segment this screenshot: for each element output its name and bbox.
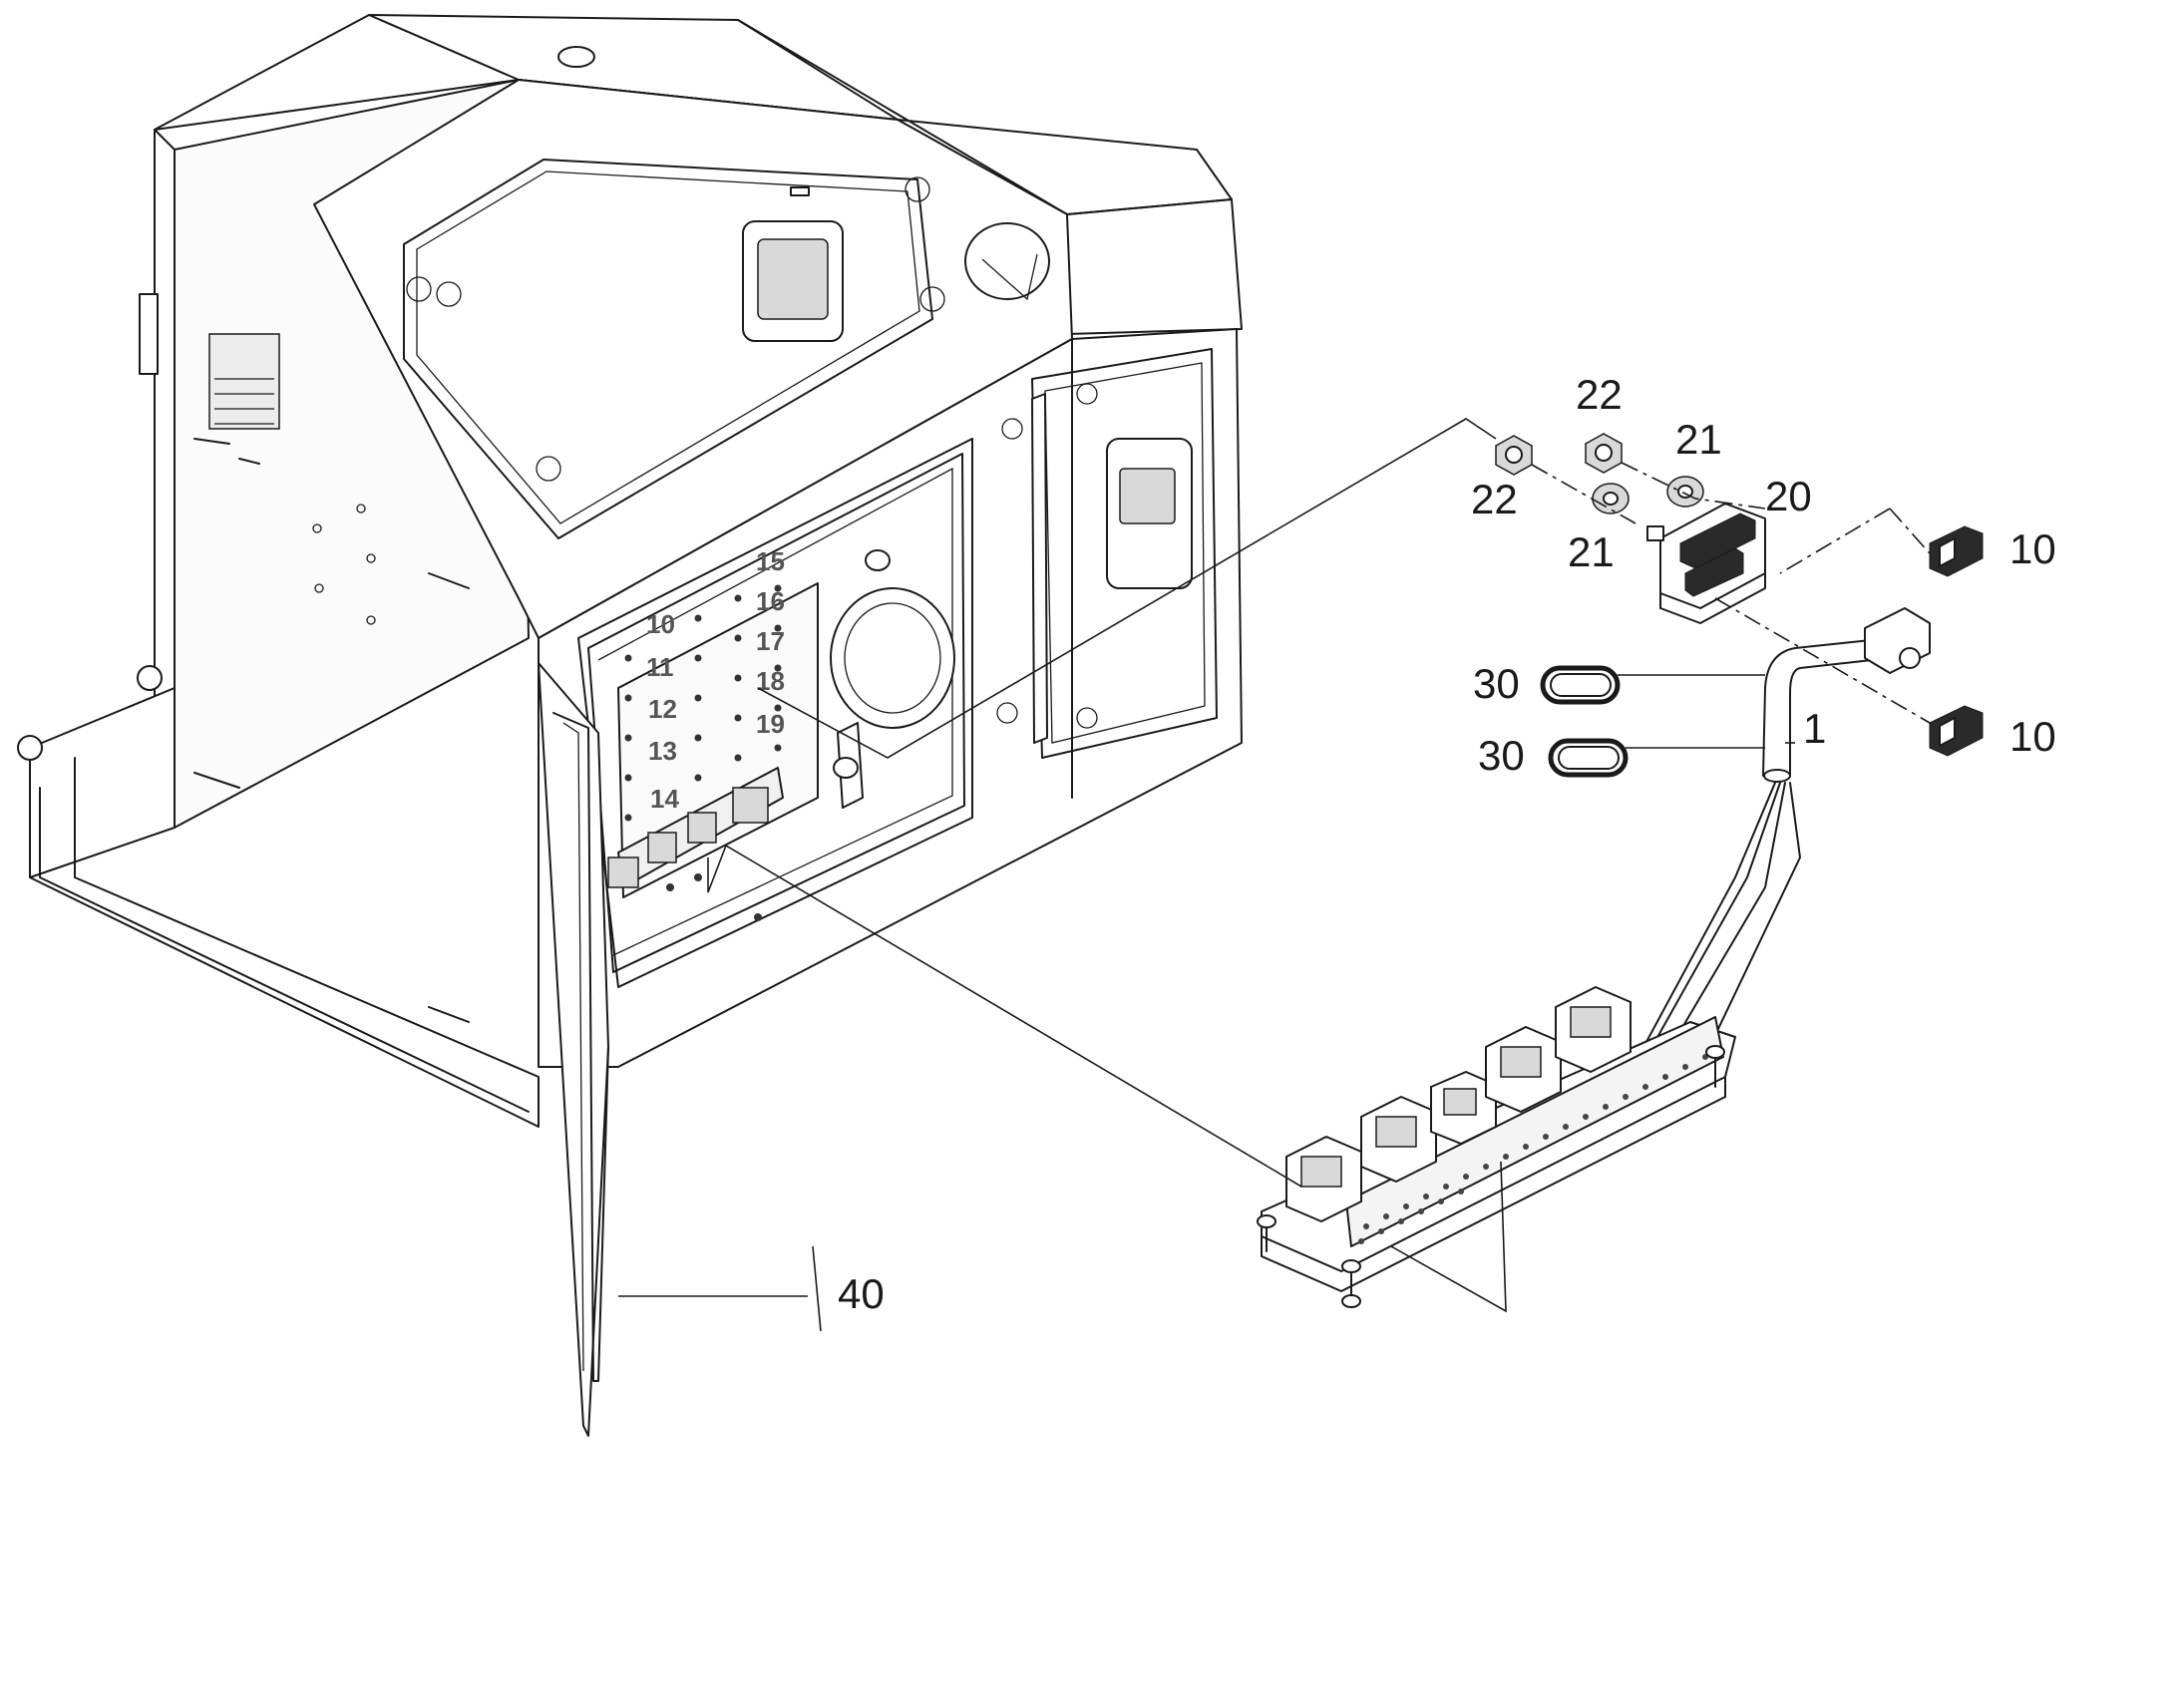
- washer-21-right: [1666, 476, 1704, 508]
- callout-21-left: 21: [1568, 528, 1615, 575]
- callout-labels: 22 22 21 21 20 10 10 30 30 1 40: [838, 371, 2056, 1317]
- callout-40: 40: [838, 1270, 885, 1317]
- fuse-holder-20: [1646, 503, 1766, 624]
- panel-stencil-labels: 10 11 12 13 14 15 16 17 18 19: [646, 546, 785, 814]
- callout-22-left: 22: [1471, 476, 1518, 522]
- grommet-30-bottom: [1548, 738, 1629, 778]
- cabinet-housing: [17, 14, 1243, 1437]
- stencil-13: 13: [648, 736, 677, 766]
- callout-30-top: 30: [1473, 660, 1520, 707]
- callout-10-bottom: 10: [2009, 713, 2056, 760]
- stencil-18: 18: [756, 666, 785, 696]
- stencil-15: 15: [756, 546, 785, 576]
- leader-lines: [618, 418, 1795, 1332]
- callout-1: 1: [1803, 705, 1826, 752]
- stencil-11: 11: [646, 652, 674, 682]
- stencil-19: 19: [756, 709, 785, 739]
- nut-22-top: [1585, 433, 1623, 474]
- stencil-16: 16: [756, 586, 785, 616]
- callout-30-bottom: 30: [1478, 732, 1525, 779]
- callout-22-top: 22: [1576, 371, 1623, 418]
- terminal-board: [1257, 986, 1736, 1308]
- stencil-14: 14: [650, 784, 679, 814]
- assembly-center-lines: [1531, 462, 1931, 724]
- fuse-10-bottom: [1929, 705, 1984, 757]
- stencil-12: 12: [648, 694, 677, 724]
- stencil-10: 10: [646, 609, 675, 639]
- fuse-10-top: [1929, 525, 1984, 577]
- callout-20: 20: [1765, 473, 1812, 519]
- washer-21-left: [1592, 483, 1630, 514]
- grommet-30-top: [1540, 665, 1621, 705]
- stencil-17: 17: [756, 626, 785, 656]
- callout-10-top: 10: [2009, 525, 2056, 572]
- callout-21-right: 21: [1675, 416, 1722, 463]
- nut-22-left: [1495, 435, 1533, 476]
